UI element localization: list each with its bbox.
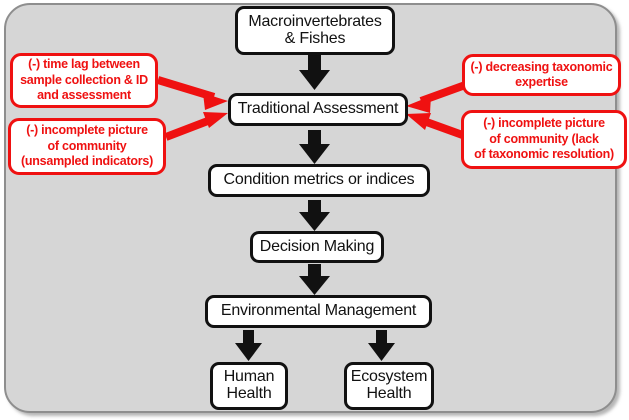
- red-arrow-incomplete-picture-resolution: [406, 113, 470, 141]
- annotation-decreasing-expertise[interactable]: (-) decreasing taxonomic expertise: [462, 54, 621, 96]
- flow-node-environmental-management[interactable]: Environmental Management: [205, 295, 432, 328]
- red-arrow-time-lag: [156, 76, 228, 110]
- arrow-condition-metrics-to-decision-making: [299, 200, 330, 231]
- flow-node-condition-metrics[interactable]: Condition metrics or indices: [208, 164, 430, 197]
- flow-node-macroinvertebrates[interactable]: Macroinvertebrates & Fishes: [235, 6, 395, 55]
- annotation-incomplete-picture-resolution[interactable]: (-) incomplete picture of community (lac…: [461, 110, 627, 169]
- red-arrow-decreasing-expertise: [406, 80, 470, 113]
- arrow-macroinvertebrates-to-traditional-assessment: [299, 54, 330, 90]
- annotation-time-lag[interactable]: (-) time lag between sample collection &…: [10, 53, 158, 108]
- arrow-decision-making-to-environmental-management: [299, 264, 330, 295]
- arrow-environmental-management-to-ecosystem-health: [368, 330, 395, 361]
- red-arrow-incomplete-picture-unsampled: [164, 112, 228, 141]
- annotation-incomplete-picture-unsampled[interactable]: (-) incomplete picture of community (uns…: [8, 118, 166, 175]
- flow-node-decision-making[interactable]: Decision Making: [250, 231, 384, 263]
- arrow-traditional-assessment-to-condition-metrics: [299, 130, 330, 164]
- flow-node-traditional-assessment[interactable]: Traditional Assessment: [228, 93, 408, 126]
- flow-node-human-health[interactable]: Human Health: [210, 362, 288, 410]
- arrow-environmental-management-to-human-health: [235, 330, 262, 361]
- flow-node-ecosystem-health[interactable]: Ecosystem Health: [344, 362, 434, 410]
